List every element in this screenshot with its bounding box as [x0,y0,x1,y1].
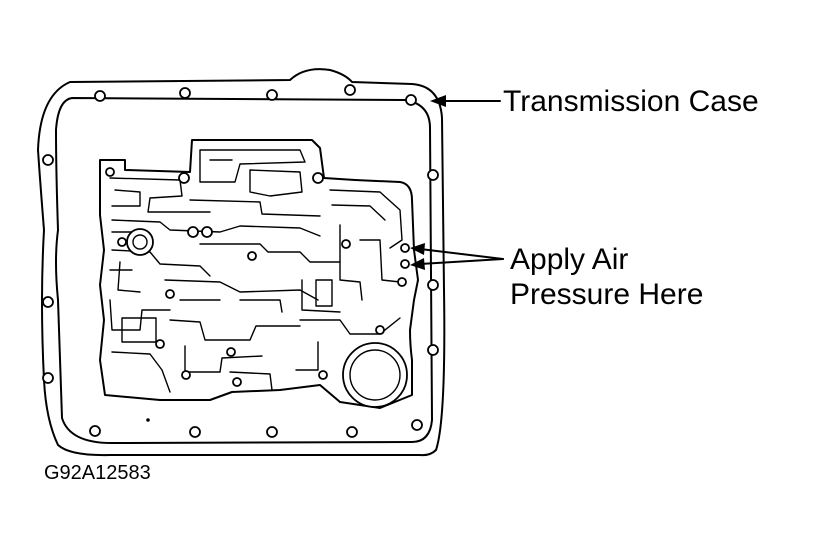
valve-body-ports [105,167,410,422]
arrow-transmission-case [430,95,501,107]
label-apply-air-line1: Apply Air [510,243,629,276]
case-inner-outline [55,97,433,445]
valve-body-outline [99,139,419,409]
label-transmission-case: Transmission Case [503,85,759,118]
figure-code: G92A12583 [44,462,151,484]
arrows-apply-air [410,243,504,270]
valve-body-bores [126,228,408,408]
label-apply-air-line2: Pressure Here [510,278,704,311]
case-bolt-holes [42,84,439,438]
case-outer-outline [37,68,446,457]
